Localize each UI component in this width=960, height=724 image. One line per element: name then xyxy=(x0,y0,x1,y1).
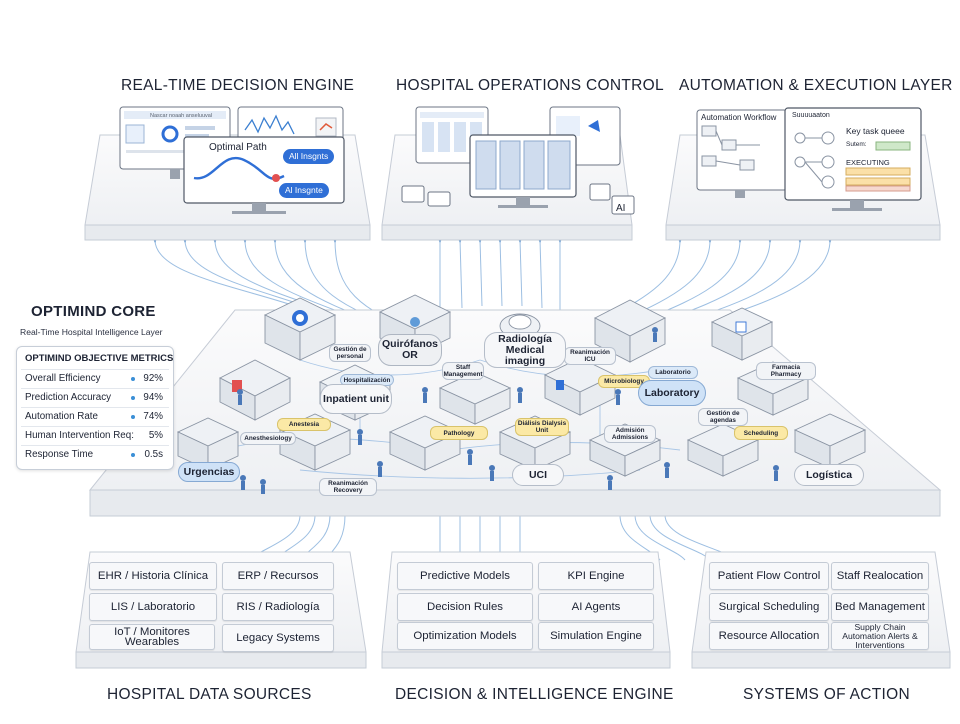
metric-label: Response Time xyxy=(25,449,94,460)
engine-decision-rules: Decision Rules xyxy=(397,593,533,621)
tag-pathology: Pathology xyxy=(430,426,488,440)
title-action: SYSTEMS OF ACTION xyxy=(743,686,911,703)
ai-insights-chip-2: Al Insgnte xyxy=(279,183,329,198)
metric-label: Human Intervention Req: xyxy=(25,430,134,441)
source-ris: RIS / Radiología xyxy=(222,593,334,621)
metric-label: Automation Rate xyxy=(25,411,98,422)
monitor-ops-center xyxy=(469,134,577,208)
metric-row: Automation Rate 74% xyxy=(21,407,169,425)
status-label: Sutem: xyxy=(846,141,867,148)
tag-gestion-personal: Gestión de personal xyxy=(329,344,371,362)
engine-predictive-models: Predictive Models xyxy=(397,562,533,590)
action-supply-chain: Supply Chain Automation Alerts & Interve… xyxy=(831,622,929,650)
room-icu-top xyxy=(594,299,666,363)
title-intelligence: DECISION & INTELLIGENCE ENGINE xyxy=(395,686,674,703)
top-connectors xyxy=(151,236,834,333)
title-data-sources: HOSPITAL DATA SOURCES xyxy=(107,686,312,703)
automation-workflow-label: Automation Workflow xyxy=(701,113,777,122)
metric-row: Prediction Accuracy 94% xyxy=(21,388,169,406)
room-urgencias xyxy=(176,417,240,471)
optimal-path-label: Optimal Path xyxy=(209,142,267,153)
staff-figures xyxy=(237,327,779,494)
engine-kpi: KPI Engine xyxy=(538,562,654,590)
metric-value: 74% xyxy=(143,411,163,422)
tag-gestion-agendas: Gestión de agendas xyxy=(698,408,748,426)
tag-admision: Admisión Admissions xyxy=(604,425,656,443)
tag-microbiology: Microbiology xyxy=(598,375,650,388)
action-patient-flow: Patient Flow Control xyxy=(709,562,829,590)
room-left-middle xyxy=(219,359,291,421)
title-automation: AUTOMATION & EXECUTION LAYER xyxy=(679,77,953,94)
monitor-automation-workflow xyxy=(696,109,788,198)
unit-radiologia: Radiología Medical imaging xyxy=(484,332,566,368)
source-lis: LIS / Laboratorio xyxy=(89,593,217,621)
engine-ai-agents: AI Agents xyxy=(538,593,654,621)
metric-row: Overall Efficiency 92% xyxy=(21,369,169,387)
metric-value: 92% xyxy=(143,373,163,384)
metric-dot-icon xyxy=(131,396,135,400)
engine-optimization-models: Optimization Models xyxy=(397,622,533,650)
title-operations: HOSPITAL OPERATIONS CONTROL xyxy=(396,77,664,94)
metric-dot-icon xyxy=(131,415,135,419)
tag-anesthesiology: Anesthesiology xyxy=(240,432,296,445)
metric-value: 94% xyxy=(143,392,163,403)
room-pharmacy-top xyxy=(710,307,774,361)
source-ehr: EHR / Historia Clínica xyxy=(89,562,217,590)
unit-quirofanos: Quirófanos OR xyxy=(378,334,442,366)
metric-value: 5% xyxy=(148,430,163,441)
room-logistica xyxy=(793,413,867,469)
tag-reanimacion-recovery: Reanimación Recovery xyxy=(319,478,377,496)
room-blocks xyxy=(176,294,867,477)
engine-simulation: Simulation Engine xyxy=(538,622,654,650)
metric-value: 0.5s xyxy=(144,449,163,460)
action-bed-management: Bed Management xyxy=(831,593,929,621)
unit-inpatient: Inpatient unit xyxy=(320,384,392,414)
key-task-queue-label: Key task queee xyxy=(846,126,905,136)
screen-header-left: Nascar noaah anseluuval xyxy=(150,113,213,119)
ops-small-devices xyxy=(401,183,635,215)
room-admin-building xyxy=(263,297,337,361)
action-surgical-scheduling: Surgical Scheduling xyxy=(709,593,829,621)
unit-logistica: Logística xyxy=(794,464,864,486)
source-iot: IoT / Monitores Wearables xyxy=(89,624,215,650)
title-decision-engine: REAL-TIME DECISION ENGINE xyxy=(121,77,355,94)
tag-staff-management: Staff Management xyxy=(442,362,484,380)
unit-urgencias: Urgencias xyxy=(178,462,240,482)
tag-anestesia: Anestesia xyxy=(277,418,331,431)
core-subtitle: Real-Time Hospital Intelligence Layer xyxy=(20,327,163,337)
tag-farmacia: Farmacia Pharmacy xyxy=(756,362,816,380)
monitor-task-queue xyxy=(784,107,922,211)
tag-reanimacion-icu: Reanimación ICU xyxy=(564,347,616,365)
metric-dot-icon xyxy=(131,453,135,457)
action-resource-allocation: Resource Allocation xyxy=(709,622,829,650)
tag-laboratorio: Laboratorio xyxy=(648,366,698,379)
metric-row: Response Time 0.5s xyxy=(21,445,169,463)
tag-dialisis: Diálisis Dialysis Unit xyxy=(515,418,569,436)
tag-scheduling: Scheduling xyxy=(734,426,788,440)
core-title: OPTIMIND CORE xyxy=(31,303,156,320)
objective-metrics-card: OPTIMIND OBJECTIVE METRICS Overall Effic… xyxy=(16,346,174,470)
screen-header-right: Suuuuaaton xyxy=(792,112,830,119)
metric-dot-icon xyxy=(131,377,135,381)
room-pathology xyxy=(388,415,462,471)
ai-insights-chip-1: All Insgnts xyxy=(283,149,335,164)
metric-label: Prediction Accuracy xyxy=(25,392,112,403)
unit-uci: UCI xyxy=(512,464,564,486)
action-staff-realocation: Staff Realocation xyxy=(831,562,929,590)
source-legacy: Legacy Systems xyxy=(222,624,334,652)
executing-label: EXECUTING xyxy=(846,158,890,167)
unit-laboratory: Laboratory xyxy=(638,380,706,406)
metrics-header: OPTIMIND OBJECTIVE METRICS xyxy=(25,353,174,364)
metric-label: Overall Efficiency xyxy=(25,373,101,384)
source-erp: ERP / Recursos xyxy=(222,562,334,590)
metric-row: Human Intervention Req: 5% xyxy=(21,426,169,444)
ops-ai-label: AI xyxy=(616,203,626,214)
